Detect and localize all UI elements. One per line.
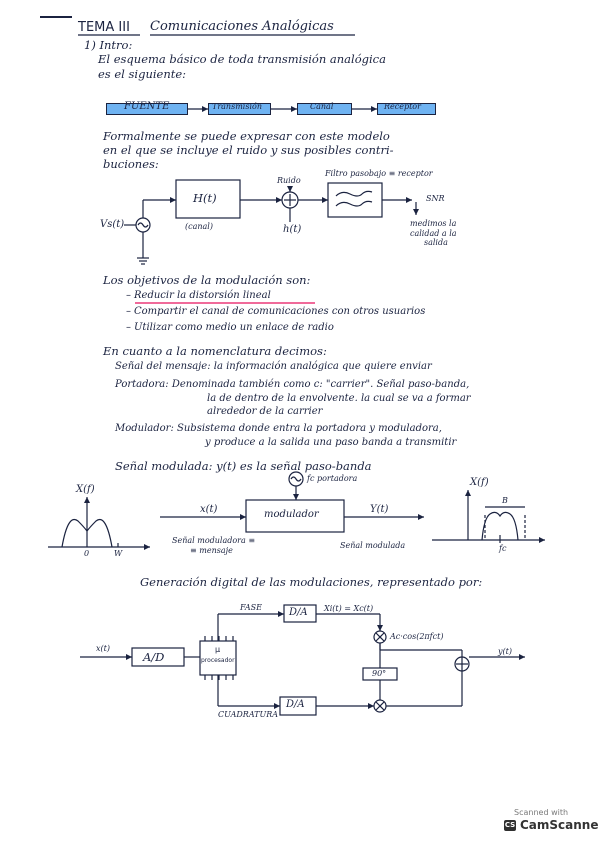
chain-receptor-box [377, 103, 436, 115]
chain-fuente-label: FUENTE [124, 101, 170, 112]
senal-modulada-label: Señal modulada [340, 541, 406, 550]
nom-modulador-1: Modulador: Subsistema donde entra la por… [115, 423, 442, 434]
senal-moduladora-1: Señal moduladora ≡ [172, 536, 256, 545]
xi-label: Xi(t) = Xc(t) [324, 604, 374, 613]
intro-line-1: El esquema básico de toda transmisión an… [98, 52, 386, 66]
camscanner-name: CamScanner [520, 818, 599, 832]
digital-generation-diagram [80, 604, 525, 716]
bullet-dash-3: – [126, 322, 131, 333]
ruido-label: Ruido [277, 176, 301, 185]
senal-moduladora-2: ≡ mensaje [190, 546, 233, 555]
ht-box [175, 179, 241, 219]
objetivos-title: Los objetivos de la modulación son: [103, 273, 311, 287]
nom-portadora-3: alrededor de la carrier [207, 406, 323, 417]
objetivo-item-3: Utilizar como medio un enlace de radio [134, 322, 334, 333]
chain-canal-label: Canal [310, 102, 334, 111]
summer [454, 656, 470, 672]
camscanner-logo-icon: CS [504, 820, 516, 831]
channel-model-diagram [124, 179, 417, 265]
fc-portadora-label: fc portadora [307, 474, 358, 483]
nomenclatura-title: En cuanto a la nomenclatura decimos: [103, 344, 327, 358]
section-heading: 1) Intro: [84, 38, 133, 52]
ac-cos-label: Ac·cos(2πfct) [390, 632, 444, 641]
nom-modulada: Señal modulada: y(t) es la señal paso-ba… [115, 459, 372, 473]
mod-yt-label: Y(t) [370, 504, 389, 515]
medimos-line-3: salida [424, 238, 448, 247]
chain-receptor-label: Receptor [384, 102, 421, 111]
hn-label: h(t) [283, 224, 302, 235]
xf-right-label: X(f) [470, 477, 489, 488]
nom-modulador-2: y produce a la salida una paso banda a t… [205, 437, 457, 448]
digital-title: Generación digital de las modulaciones, … [140, 575, 483, 589]
vs-label: Vs(t) [100, 219, 125, 230]
scanned-with-text: Scanned with [514, 808, 569, 817]
page-title: Comunicaciones Analógicas [150, 19, 334, 34]
axis-w-label: W [114, 549, 123, 558]
modulador-box-label: modulador [264, 509, 319, 520]
chain-transmision-box [208, 103, 271, 115]
nom-portadora-2: la de dentro de la envolvente. la cual s… [207, 393, 471, 404]
objetivo-item-1: Reducir la distorsión lineal [134, 290, 271, 301]
modulated-spectrum [432, 490, 545, 543]
message-spectrum [48, 497, 150, 548]
mod-xt-label: x(t) [200, 504, 218, 515]
formal-line-1: Formalmente se puede expresar con este m… [103, 129, 390, 143]
ad-label: A/D [143, 650, 165, 664]
chain-transmision-label: Transmisión [212, 102, 262, 111]
modulator-box [245, 499, 345, 533]
bullet-dash-2: – [126, 306, 131, 317]
uproc-symbol: µ [215, 645, 221, 654]
dig-xt-label: x(t) [96, 644, 110, 653]
da-top-label: D/A [289, 607, 308, 618]
chain-canal-box [297, 103, 352, 115]
filtro-label: Filtro pasobajo ≡ receptor [325, 169, 433, 178]
uproc-label: procesador [201, 657, 235, 664]
medimos-line-2: calidad a la [410, 229, 457, 238]
phase-90-label: 90° [372, 669, 387, 678]
formal-line-2: en el que se incluye el ruido y sus posi… [103, 143, 394, 157]
medimos-line-1: medimos la [410, 219, 457, 228]
ht-box-label: H(t) [193, 191, 217, 205]
chain-fuente-box [106, 103, 188, 115]
da-bottom-label: D/A [286, 699, 305, 710]
fase-label: FASE [240, 603, 262, 612]
axis-zero-label: 0 [84, 549, 90, 558]
modulator-diagram [160, 471, 424, 533]
nom-mensaje: Señal del mensaje: la información analóg… [115, 361, 432, 372]
dig-yt-label: y(t) [498, 647, 512, 656]
formal-line-3: buciones: [103, 157, 159, 171]
xf-left-label: X(f) [76, 484, 95, 495]
camscanner-watermark: Scanned with CS CamScanner [500, 808, 599, 838]
bandwidth-b-label: B [502, 496, 508, 505]
fc-axis-label: fc [499, 544, 507, 553]
objetivo-item-2: Compartir el canal de comunicaciones con… [134, 306, 426, 317]
cuadratura-label: CUADRATURA [218, 710, 279, 719]
intro-line-2: es el siguiente: [98, 67, 187, 81]
bullet-dash-1: – [126, 290, 131, 301]
tema-label: TEMA III [78, 20, 130, 35]
lowpass-filter-box [327, 182, 383, 218]
nom-portadora-1: Portadora: Denominada también como c: "c… [115, 379, 470, 390]
snr-label: SNR [426, 194, 445, 203]
canal-label: (canal) [185, 222, 213, 231]
